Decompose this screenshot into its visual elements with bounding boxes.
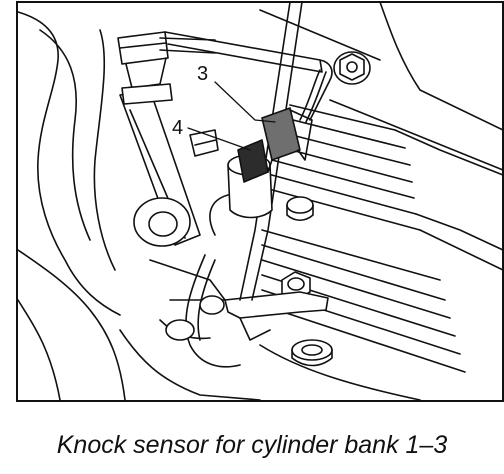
- right-background: [259, 1, 504, 171]
- leader-3: [214, 81, 276, 123]
- callout-leaders: [187, 81, 276, 151]
- left-housing: [17, 11, 126, 401]
- callout-4: 4: [172, 117, 183, 139]
- pipe-fitting: [117, 31, 216, 105]
- studs: [286, 196, 333, 367]
- hex-bolt-top: [333, 51, 371, 85]
- technical-illustration: 3 4: [16, 1, 504, 402]
- upper-pipe: [164, 31, 333, 121]
- lower-fittings: [119, 295, 421, 401]
- ribbed-block: [261, 104, 504, 373]
- clamp-plate: [224, 291, 329, 341]
- vertical-rod: [239, 1, 303, 301]
- round-boss: [133, 197, 191, 247]
- leader-4: [187, 127, 251, 151]
- callout-3: 3: [197, 63, 208, 85]
- knock-sensor: [227, 107, 313, 219]
- figure-caption: Knock sensor for cylinder bank 1–3: [56, 431, 448, 459]
